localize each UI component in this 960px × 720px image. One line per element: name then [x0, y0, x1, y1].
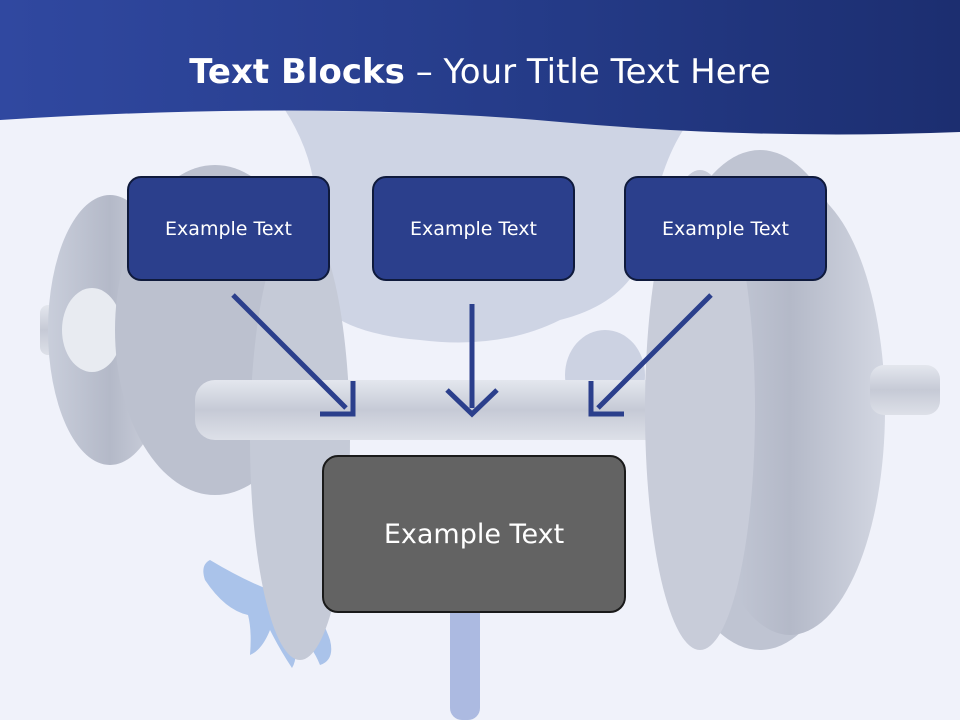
- page-title: Text Blocks – Your Title Text Here: [0, 52, 960, 92]
- title-dash: –: [404, 52, 444, 92]
- text-block-3: Example Text: [624, 176, 827, 281]
- text-block-1: Example Text: [127, 176, 330, 281]
- text-block-2: Example Text: [372, 176, 575, 281]
- header-band: [0, 0, 960, 135]
- arrow-down-left-icon: [596, 293, 713, 410]
- frog-foot-illustration: [203, 560, 332, 668]
- arrow-down-right-icon: [231, 293, 348, 410]
- title-rest: Your Title Text Here: [443, 52, 771, 92]
- result-block: Example Text: [322, 455, 626, 613]
- title-bold: Text Blocks: [189, 52, 405, 92]
